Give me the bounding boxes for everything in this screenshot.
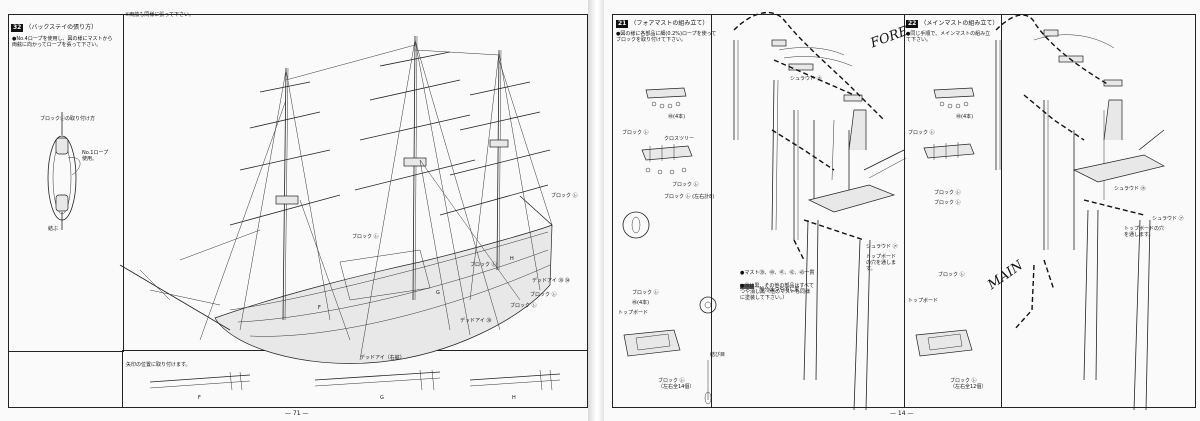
label21-four-pcs: ㊾(4本) bbox=[668, 114, 686, 120]
label21-block-lr: ブロック ㋹ (左右計8) bbox=[664, 194, 715, 200]
page-number-right: — 14 — bbox=[890, 410, 914, 417]
legend-line-5: に塗装して下さい。） bbox=[740, 295, 788, 301]
label21-shroud: シュラウド ㋭ bbox=[790, 76, 822, 82]
legend-swatch bbox=[740, 284, 754, 289]
section32-number: 32 bbox=[11, 24, 24, 32]
label-deadeye-3: デッドアイ（右舷） bbox=[360, 355, 405, 361]
label22-block-m: ブロック ㋹ bbox=[934, 200, 961, 206]
section21-heading: 21（フォアマストの組み立て） bbox=[616, 20, 708, 28]
detail-label-g: G bbox=[380, 395, 384, 401]
label21-block-p3: ブロック ㋹ bbox=[632, 290, 659, 296]
section21-number: 21 bbox=[616, 20, 629, 28]
section22-heading: 22（メインマストの組み立て） bbox=[906, 20, 998, 28]
section32-title: （バックステイの張り方） bbox=[25, 24, 98, 31]
main-crosstree-parts bbox=[915, 87, 975, 357]
detail-label-f: F bbox=[198, 395, 201, 401]
label-deadeye-2: デッドアイ ㊳ bbox=[460, 318, 492, 324]
label22-block-p3: ブロック ㋹ bbox=[938, 272, 965, 278]
rope-label: No.1ロープ 使用。 bbox=[82, 150, 109, 162]
label21-block-lr14: ブロック ㋹ （左右全14個） bbox=[658, 378, 695, 390]
detail-strips bbox=[149, 369, 561, 391]
label-block-p5: ブロック ㋹ bbox=[510, 303, 537, 309]
label-block-p1: ブロック ㋹ bbox=[551, 193, 578, 199]
section21-box bbox=[612, 14, 712, 408]
label22-top-board-note: トップボードの穴 を通します。 bbox=[1124, 226, 1165, 238]
label21-crosstree: クロスツリー bbox=[664, 136, 695, 142]
block-attach-figure bbox=[47, 112, 81, 230]
mast-assembly-diagram bbox=[622, 11, 1165, 411]
fore-mast-assembly bbox=[733, 11, 907, 411]
masts bbox=[275, 35, 509, 321]
page-number-left: — 71 — bbox=[285, 410, 309, 417]
left-page: 32（バックステイの張り方） ●No.4ロープを使用し、図の様にマストから 両舷… bbox=[0, 0, 590, 421]
label-deadeye-1: デッドアイ ㊳ ㉞ bbox=[532, 278, 570, 284]
book-gutter bbox=[588, 0, 606, 421]
marker-h: H bbox=[510, 256, 514, 262]
top-note: ※両舷も同様に張って下さい。 bbox=[125, 12, 194, 18]
section21-note: ●図の様に各部品に細(0.2%)ロープを使って ブロックを取り付けて下さい。 bbox=[616, 31, 717, 43]
legend-line-2: 部分はつや消し黒 bbox=[759, 287, 800, 293]
section32-heading: 32（バックステイの張り方） bbox=[11, 24, 97, 32]
label22-block-lr12: ブロック ㋹ （左右全12個） bbox=[950, 378, 987, 390]
section32-note: ●No.4ロープを使用し、図の様にマストから 両舷に向かってロープを張って下さい… bbox=[12, 36, 113, 48]
label21-block-p: ブロック ㋹ bbox=[622, 130, 649, 136]
label22-block-p2: ブロック ㋹ bbox=[934, 190, 961, 196]
label22-block-p: ブロック ㋹ bbox=[908, 130, 935, 136]
paint-legend: ●マスト㊴、㊵、㊶、㊷、㊸一貫 部分はつや消し黒 ●㊳は黒、その他の部品はすべて… bbox=[740, 270, 814, 301]
main-mast-assembly bbox=[995, 14, 1165, 411]
label22-four-pcs: ㊾(4本) bbox=[956, 114, 974, 120]
marker-g: G bbox=[436, 290, 440, 296]
ship-rigging-diagram bbox=[47, 35, 561, 391]
ship-hull bbox=[119, 195, 553, 364]
label-block-p3: ブロック ㋹ bbox=[470, 262, 497, 268]
arrow-note: 矢印の位置に取り付けます。 bbox=[126, 362, 191, 368]
knot-label: 結ぶ bbox=[48, 226, 59, 232]
section22-box bbox=[904, 14, 1002, 408]
section32-box bbox=[8, 14, 124, 352]
rigging-lines bbox=[139, 39, 553, 361]
label21-top-board: トップボード bbox=[618, 310, 649, 316]
label21-top-board-note: トップボード の穴を通しま す。 bbox=[866, 254, 897, 272]
label22-shroud-a: シュラウド ㋐ bbox=[1152, 216, 1184, 222]
label-block-p2: ブロック ㋹ bbox=[352, 234, 379, 240]
detail-label-h: H bbox=[512, 395, 516, 401]
yards bbox=[229, 51, 551, 226]
label22-top-board: トップボード bbox=[908, 298, 939, 304]
label21-tie: 結び目 bbox=[710, 352, 726, 358]
section22-note: ●同じ手順で、メインマストの組み立 て下さい。 bbox=[906, 31, 991, 43]
label21-shroud-a: シュラウド ㋐ bbox=[866, 244, 898, 250]
label21-four-pcs2: ㊾(4本) bbox=[632, 300, 650, 306]
right-page: 21（フォアマストの組み立て） ●図の様に各部品に細(0.2%)ロープを使って … bbox=[604, 0, 1200, 421]
fore-crosstree-parts bbox=[622, 87, 717, 405]
section22-number: 22 bbox=[906, 20, 919, 28]
legend-line-1: ●マスト㊴、㊵、㊶、㊷、㊸一貫 bbox=[740, 270, 815, 276]
label21-block-p2: ブロック ㋹ bbox=[672, 182, 699, 188]
block-attach-title: ブロック㋹の取り付け方 bbox=[40, 116, 96, 122]
legend-line-3: ●㊳は黒、その他の部品はすべて bbox=[740, 283, 814, 289]
section22-title: （メインマストの組み立て） bbox=[920, 20, 999, 27]
label-block-p4: ブロック ㋹ bbox=[530, 292, 557, 298]
section21-title: （フォアマストの組み立て） bbox=[630, 20, 709, 27]
label22-shroud: シュラウド ㋭ bbox=[1114, 186, 1146, 192]
marker-f: F bbox=[318, 305, 321, 311]
legend-line-4: つや消し黒（他のマストも同様 bbox=[740, 289, 811, 295]
